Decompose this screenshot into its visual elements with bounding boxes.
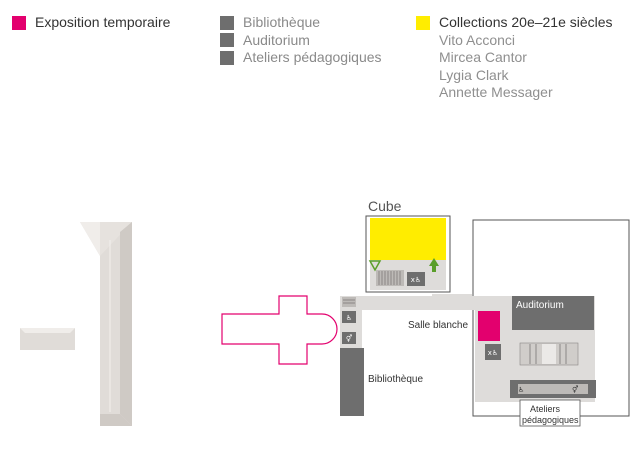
collections-title: Collections 20e–21e siècles xyxy=(439,14,613,30)
ateliers-label-line2: pédagogiques xyxy=(522,415,579,425)
arrow-up-icon xyxy=(429,258,439,272)
svg-text:⚥: ⚥ xyxy=(346,334,352,343)
services-swatch xyxy=(220,50,234,65)
auditorium-room xyxy=(512,296,594,330)
ateliers-label-line1: Ateliers xyxy=(530,404,561,414)
artist-messager: Annette Messager xyxy=(439,84,553,100)
services-swatch xyxy=(220,33,234,48)
artist-acconci: Vito Acconci xyxy=(439,31,516,48)
temporary-exhibition-outline xyxy=(221,295,338,365)
cube-outline xyxy=(365,215,451,293)
artist-cantor: Mircea Cantor xyxy=(439,49,527,65)
services-item-bibliotheque: Bibliothèque xyxy=(243,14,321,30)
cube-label: Cube xyxy=(368,198,402,214)
svg-text:♿: ♿ xyxy=(346,314,352,322)
bibliotheque-label: Bibliothèque xyxy=(368,374,424,385)
elevator-icon: x♿ xyxy=(407,272,425,286)
arrow-down-icon xyxy=(368,260,382,272)
accessible-icon: ♿ xyxy=(342,311,356,323)
svg-text:x♿: x♿ xyxy=(411,276,421,284)
salle-blanche-room xyxy=(478,311,500,341)
restroom-icon: ⚥ xyxy=(572,385,578,394)
auditorium-label: Auditorium xyxy=(516,300,564,311)
services-swatch xyxy=(220,15,234,30)
stairs-icon xyxy=(519,342,579,366)
restroom-icon: ⚥ xyxy=(342,332,356,344)
stairs-icon xyxy=(376,270,404,286)
svg-text:♿: ♿ xyxy=(518,386,524,394)
collections-swatch xyxy=(416,15,430,30)
svg-text:⚥: ⚥ xyxy=(572,385,578,394)
artist-clark: Lygia Clark xyxy=(439,66,509,83)
salle-blanche-label: Salle blanche xyxy=(408,320,469,331)
stairs-icon xyxy=(342,297,356,307)
accessible-icon: ♿ xyxy=(518,386,524,394)
svg-text:x♿: x♿ xyxy=(488,349,498,357)
services-item-auditorium: Auditorium xyxy=(243,31,310,48)
legend-services: Bibliothèque Auditorium Ateliers pédagog… xyxy=(220,14,382,67)
elevator-icon: x♿ xyxy=(485,344,501,360)
level-number-graphic xyxy=(20,222,132,426)
services-item-ateliers: Ateliers pédagogiques xyxy=(243,49,382,65)
legend-collections: Collections 20e–21e siècles Vito Acconci… xyxy=(416,14,613,102)
temporary-label: Exposition temporaire xyxy=(35,14,171,30)
legend-temporary: Exposition temporaire xyxy=(12,14,170,32)
collections-room xyxy=(370,218,446,260)
bibliotheque-room xyxy=(340,348,364,416)
temporary-swatch xyxy=(12,15,26,30)
